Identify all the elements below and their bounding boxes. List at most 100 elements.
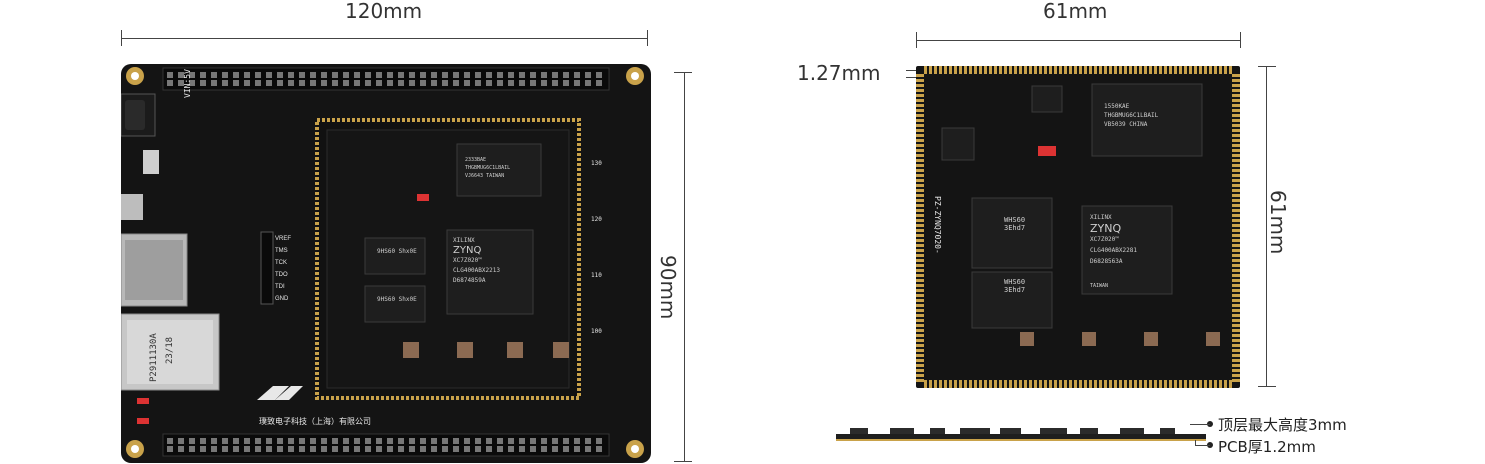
pz-logo <box>257 386 303 400</box>
edge-pad <box>1164 66 1167 74</box>
header-pin <box>244 446 250 452</box>
edge-pad <box>1109 66 1112 74</box>
header-pin <box>343 80 349 86</box>
edge-pad <box>916 134 924 137</box>
edge-pad <box>1232 289 1240 292</box>
edge-pad <box>1232 124 1240 127</box>
side-component <box>890 428 914 434</box>
edge-pad <box>916 249 924 252</box>
header-pin <box>222 438 228 444</box>
header-pin <box>354 72 360 78</box>
header-pin <box>244 80 250 86</box>
edge-pad <box>1232 144 1240 147</box>
edge-pad <box>1049 380 1052 388</box>
edge-pad <box>1084 66 1087 74</box>
header-pin <box>233 72 239 78</box>
edge-pad <box>1209 66 1212 74</box>
edge-pad <box>1104 380 1107 388</box>
edge-pad <box>979 380 982 388</box>
inductor-3 <box>507 342 523 358</box>
edge-pad <box>954 66 957 74</box>
core-inductor-3 <box>1144 332 1158 346</box>
edge-pad <box>916 349 924 352</box>
header-pin <box>343 72 349 78</box>
edge-pad <box>1232 114 1240 117</box>
fpga-chip <box>446 229 534 315</box>
edge-pad <box>916 144 924 147</box>
edge-pad <box>1232 279 1240 282</box>
top-pin-header <box>162 67 610 91</box>
edge-pad <box>1044 380 1047 388</box>
header-pin <box>442 72 448 78</box>
side-component <box>960 428 990 434</box>
edge-pad <box>974 66 977 74</box>
edge-pad <box>916 159 924 162</box>
header-pin <box>189 446 195 452</box>
ddr-chip-a <box>364 237 426 275</box>
edge-pad <box>1014 66 1017 74</box>
edge-pad <box>1232 314 1240 317</box>
header-pin <box>321 446 327 452</box>
edge-pad <box>1054 66 1057 74</box>
emmc-chip <box>456 143 542 197</box>
header-pin <box>563 80 569 86</box>
edge-pad <box>924 380 927 388</box>
carrier-board: VIN:5V P2911130A 23/18 璞致电子科技（上海）有限公司 VR… <box>121 64 651 463</box>
edge-pad <box>916 214 924 217</box>
edge-pad <box>1034 66 1037 74</box>
jtag-pin-label: TMS <box>275 248 288 254</box>
core-height-line <box>1266 66 1267 386</box>
edge-pad <box>916 99 924 102</box>
header-pin <box>189 80 195 86</box>
jtag-pin-label: VREF <box>275 236 292 242</box>
edge-pad <box>939 380 942 388</box>
header-pin <box>332 72 338 78</box>
edge-pad <box>916 84 924 87</box>
edge-pad <box>1232 369 1240 372</box>
edge-pad <box>1232 359 1240 362</box>
header-pin <box>222 80 228 86</box>
edge-pad <box>1232 89 1240 92</box>
core-fpga-lot: D6828563A <box>1090 258 1123 265</box>
core-width-label: 61mm <box>1043 0 1108 23</box>
header-pin <box>486 80 492 86</box>
header-pin <box>288 80 294 86</box>
header-pin <box>552 446 558 452</box>
header-pin <box>563 438 569 444</box>
edge-pad <box>1232 294 1240 297</box>
edge-pad <box>1232 309 1240 312</box>
edge-pad <box>1224 380 1227 388</box>
header-pin <box>277 446 283 452</box>
edge-pad <box>916 264 924 267</box>
core-side-silk: PZ-ZYNQ7020- <box>933 196 942 254</box>
edge-pad <box>1119 380 1122 388</box>
edge-pad <box>1229 66 1232 74</box>
side-component <box>1080 428 1098 434</box>
edge-pad <box>1169 66 1172 74</box>
header-pin <box>332 80 338 86</box>
edge-pad <box>916 179 924 182</box>
edge-pad <box>916 354 924 357</box>
edge-pad <box>1149 380 1152 388</box>
edge-pad <box>1204 66 1207 74</box>
header-pin <box>299 446 305 452</box>
header-pin <box>387 446 393 452</box>
header-pin <box>409 438 415 444</box>
core-eth-phy <box>941 127 975 161</box>
edge-pad <box>916 234 924 237</box>
edge-pad <box>1089 380 1092 388</box>
edge-pad <box>1109 380 1112 388</box>
header-pin <box>200 72 206 78</box>
edge-pad <box>916 219 924 222</box>
header-pin <box>288 438 294 444</box>
edge-pad <box>1059 380 1062 388</box>
core-emmc-line: THGBMUG6C1LBAIL <box>1104 112 1159 119</box>
header-pin <box>552 72 558 78</box>
edge-pad <box>1232 109 1240 112</box>
edge-pad <box>1209 380 1212 388</box>
header-pin <box>574 446 580 452</box>
header-pin <box>475 438 481 444</box>
header-pin <box>222 72 228 78</box>
edge-pad <box>1129 66 1132 74</box>
header-pin <box>398 438 404 444</box>
